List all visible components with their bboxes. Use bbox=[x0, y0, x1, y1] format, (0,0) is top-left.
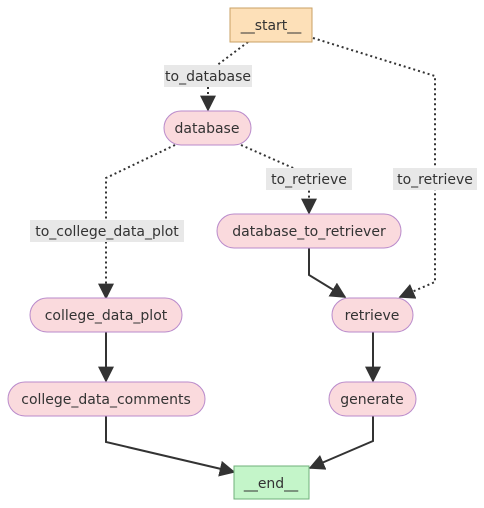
svg-text:to_database: to_database bbox=[165, 69, 251, 85]
svg-text:generate: generate bbox=[340, 392, 403, 408]
edge-database-to-plot bbox=[98, 144, 176, 300]
svg-text:__end__: __end__ bbox=[243, 476, 299, 492]
edge-label-to-database: to_database bbox=[164, 65, 252, 87]
edge-label-to-retrieve-right: to_retrieve bbox=[393, 168, 477, 190]
edge-label-to-college-data-plot: to_college_data_plot bbox=[30, 220, 184, 242]
svg-text:database_to_retriever: database_to_retriever bbox=[232, 224, 386, 240]
edge-generate-to-end bbox=[308, 416, 374, 470]
svg-text:database: database bbox=[175, 121, 240, 137]
node-generate[interactable]: generate bbox=[328, 381, 417, 417]
edge-label-to-retrieve-left: to_retrieve bbox=[266, 168, 352, 190]
svg-text:to_retrieve: to_retrieve bbox=[271, 172, 347, 188]
node-end[interactable]: __end__ bbox=[233, 465, 310, 500]
edge-retriever-to-retrieve bbox=[308, 248, 347, 298]
edge-comments-to-end bbox=[105, 416, 236, 477]
node-start[interactable]: __start__ bbox=[229, 7, 313, 43]
node-college-data-plot[interactable]: college_data_plot bbox=[29, 297, 183, 333]
node-database-to-retriever[interactable]: database_to_retriever bbox=[216, 213, 402, 249]
svg-text:college_data_comments: college_data_comments bbox=[21, 392, 191, 408]
svg-text:to_college_data_plot: to_college_data_plot bbox=[35, 224, 179, 240]
svg-text:to_retrieve: to_retrieve bbox=[397, 172, 473, 188]
svg-text:retrieve: retrieve bbox=[345, 308, 400, 324]
node-retrieve[interactable]: retrieve bbox=[331, 297, 414, 333]
node-college-data-comments[interactable]: college_data_comments bbox=[7, 381, 206, 417]
node-database[interactable]: database bbox=[163, 110, 252, 146]
svg-text:college_data_plot: college_data_plot bbox=[45, 308, 168, 324]
edge-start-to-retrieve bbox=[312, 37, 436, 299]
svg-text:__start__: __start__ bbox=[240, 18, 303, 34]
